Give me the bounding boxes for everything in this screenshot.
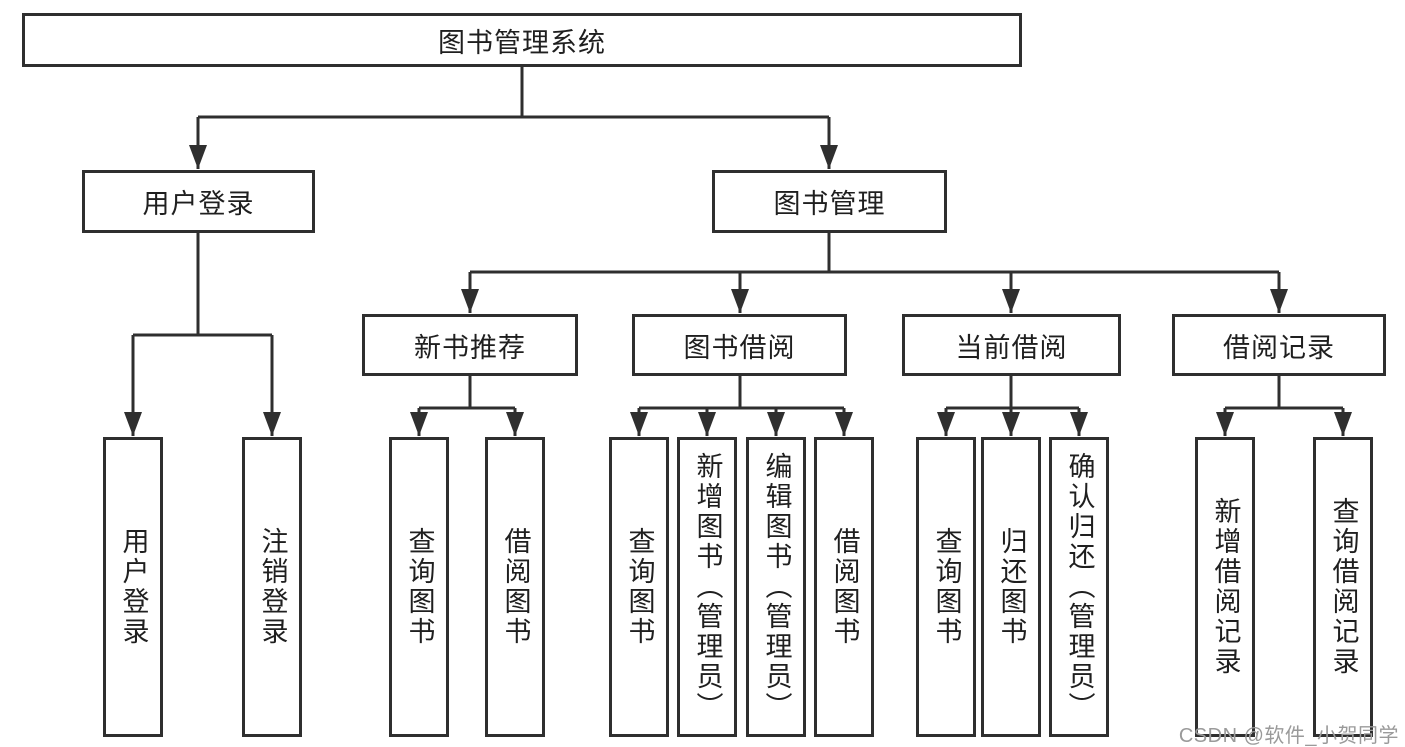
node-root-system-label: 图书管理系统 bbox=[438, 27, 606, 58]
node-book-borrow: 图书借阅 bbox=[632, 314, 847, 376]
leaf-borrow-edit-books-admin: 编辑图书（管理员） bbox=[746, 437, 806, 737]
connector-book-management-to-sections bbox=[461, 233, 1288, 313]
node-root-system: 图书管理系统 bbox=[22, 13, 1022, 67]
leaf-borrow-query-books: 查询图书 bbox=[609, 437, 669, 737]
leaf-borrow-borrow-books-label: 借阅图书 bbox=[829, 527, 860, 647]
leaf-user-login-label: 用户登录 bbox=[118, 527, 149, 647]
node-current-borrow: 当前借阅 bbox=[902, 314, 1121, 376]
node-book-management-label: 图书管理 bbox=[773, 189, 886, 219]
node-borrow-record-label: 借阅记录 bbox=[1223, 332, 1335, 363]
leaf-record-query-borrow-record-label: 查询借阅记录 bbox=[1328, 497, 1359, 677]
node-current-borrow-label: 当前借阅 bbox=[955, 332, 1068, 363]
leaf-recommend-borrow-books-label: 借阅图书 bbox=[500, 527, 531, 647]
node-user-login: 用户登录 bbox=[82, 170, 315, 233]
leaf-recommend-query-books: 查询图书 bbox=[389, 437, 449, 737]
csdn-watermark: CSDN @软件_小贺同学 bbox=[1178, 725, 1399, 747]
leaf-current-confirm-return-admin: 确认归还（管理员） bbox=[1049, 437, 1109, 737]
connector-book-borrow-to-leaves bbox=[630, 376, 853, 436]
leaf-borrow-edit-books-admin-label: 编辑图书（管理员） bbox=[761, 452, 792, 722]
node-borrow-record: 借阅记录 bbox=[1172, 314, 1386, 376]
leaf-record-add-borrow-record: 新增借阅记录 bbox=[1195, 437, 1255, 737]
node-new-book-recommend: 新书推荐 bbox=[362, 314, 578, 376]
connector-root-to-level2 bbox=[189, 67, 838, 169]
leaf-borrow-add-books-admin-label: 新增图书（管理员） bbox=[692, 452, 723, 722]
leaf-current-query-books-label: 查询图书 bbox=[931, 527, 962, 647]
leaf-borrow-borrow-books: 借阅图书 bbox=[814, 437, 874, 737]
leaf-borrow-query-books-label: 查询图书 bbox=[624, 527, 655, 647]
leaf-logout: 注销登录 bbox=[242, 437, 302, 737]
connector-user-login-to-leaves bbox=[124, 233, 281, 436]
leaf-borrow-add-books-admin: 新增图书（管理员） bbox=[677, 437, 737, 737]
node-user-login-label: 用户登录 bbox=[142, 189, 255, 219]
connector-borrow-record-to-leaves bbox=[1216, 376, 1352, 436]
leaf-record-add-borrow-record-label: 新增借阅记录 bbox=[1210, 497, 1241, 677]
connector-current-borrow-to-leaves bbox=[937, 376, 1088, 436]
leaf-current-query-books: 查询图书 bbox=[916, 437, 976, 737]
leaf-current-return-books: 归还图书 bbox=[981, 437, 1041, 737]
leaf-recommend-query-books-label: 查询图书 bbox=[404, 527, 435, 647]
connector-new-book-recommend-to-leaves bbox=[410, 376, 524, 436]
leaf-logout-label: 注销登录 bbox=[257, 527, 288, 647]
leaf-user-login: 用户登录 bbox=[103, 437, 163, 737]
leaf-current-confirm-return-admin-label: 确认归还（管理员） bbox=[1064, 452, 1095, 722]
node-new-book-recommend-label: 新书推荐 bbox=[414, 332, 526, 363]
node-book-management: 图书管理 bbox=[712, 170, 947, 233]
leaf-record-query-borrow-record: 查询借阅记录 bbox=[1313, 437, 1373, 737]
leaf-current-return-books-label: 归还图书 bbox=[996, 527, 1027, 647]
node-book-borrow-label: 图书借阅 bbox=[683, 332, 796, 363]
leaf-recommend-borrow-books: 借阅图书 bbox=[485, 437, 545, 737]
